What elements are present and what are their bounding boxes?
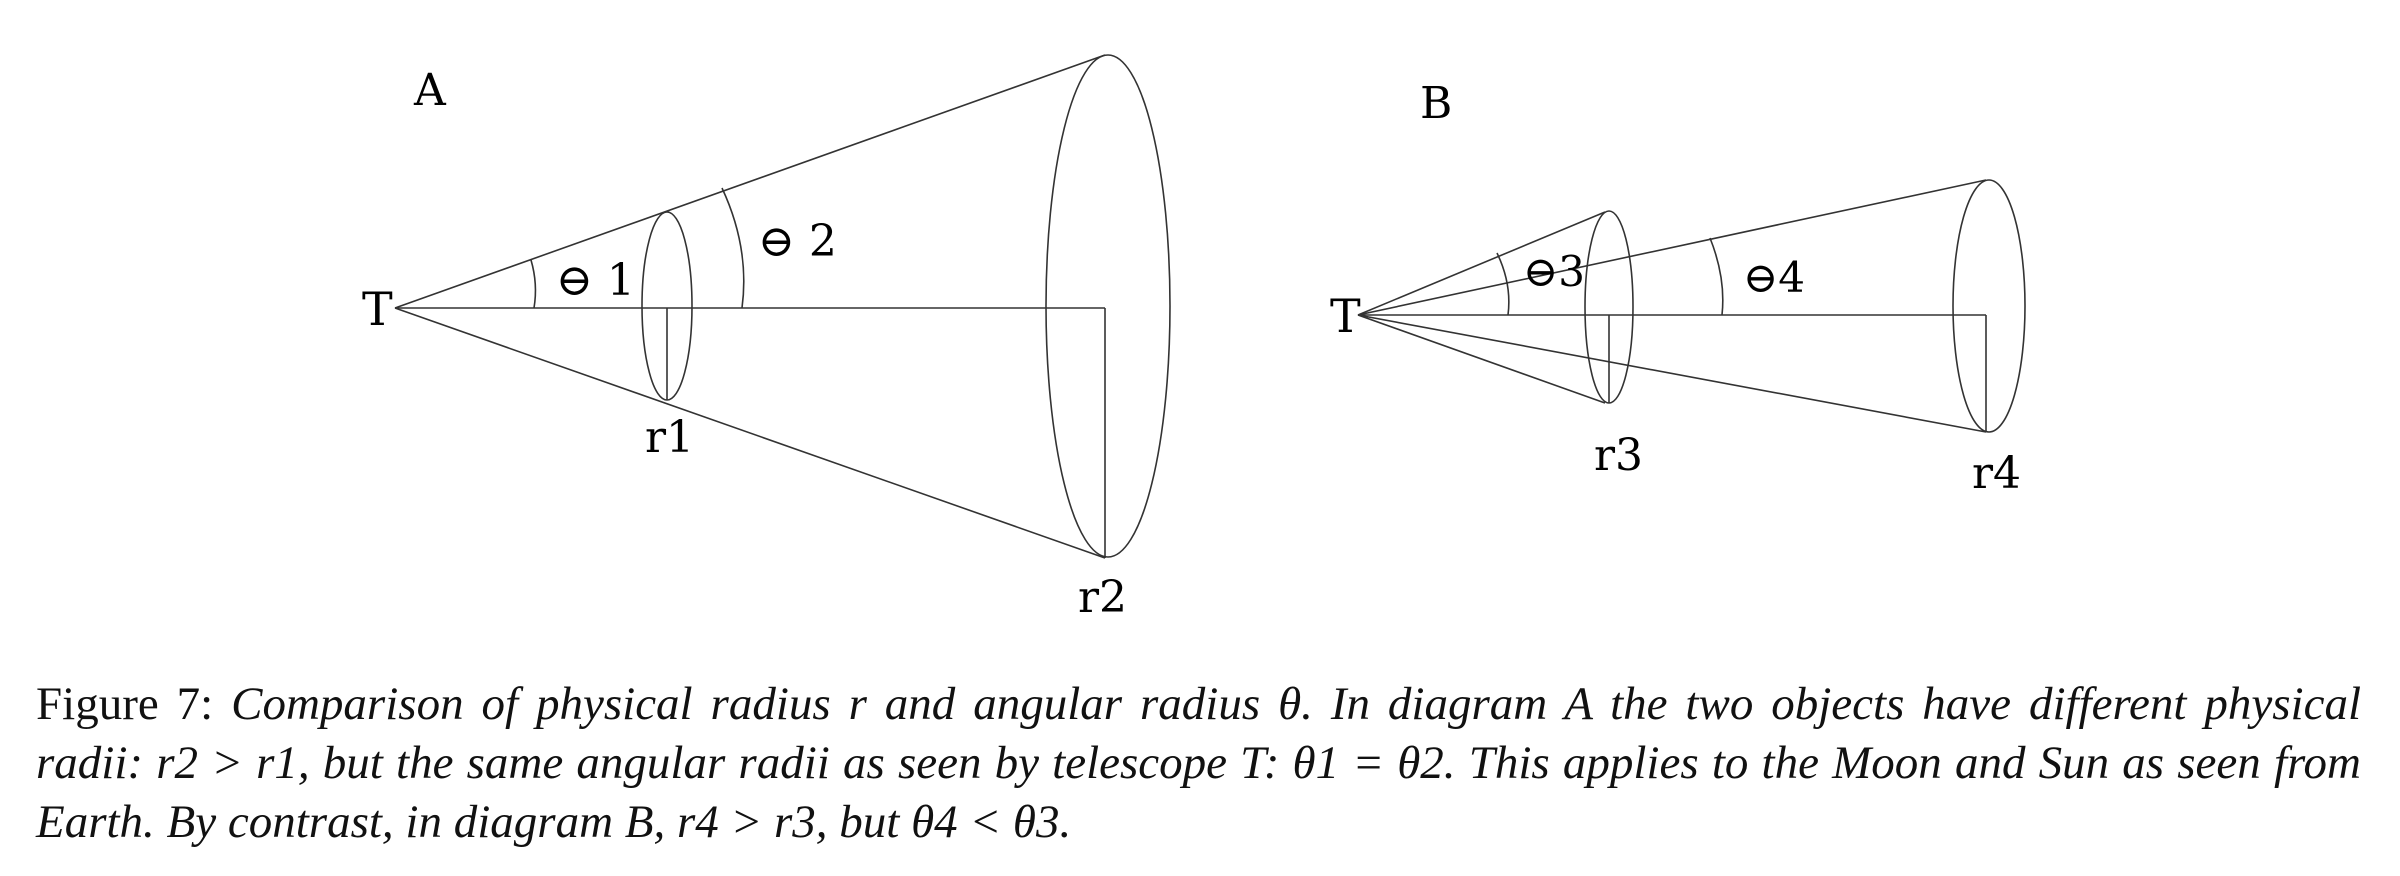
radius-r4-label: r4: [1972, 448, 2021, 499]
angle-3-arc: [1496, 252, 1510, 316]
figure-caption: Figure 7: Comparison of physical radius …: [36, 675, 2361, 852]
diagram-a-label: A: [413, 65, 447, 116]
angle-4-arc: [1709, 237, 1724, 316]
cone-b-inner-upper-edge: [1357, 211, 1606, 316]
cone-a-lower-edge: [394, 307, 1106, 559]
caption-prefix: Figure 7:: [36, 678, 214, 730]
radius-r2-label: r2: [1078, 572, 1127, 623]
radius-r1-label: r1: [645, 412, 694, 463]
diagram-a: A T ⊖ 1 ⊖ 2 r1 r2: [362, 54, 1171, 623]
diagram-b: B T ⊖3 ⊖4 r3 r4: [1330, 78, 2026, 499]
angle-2-label: ⊖ 2: [758, 216, 837, 267]
cone-b-outer-lower-edge: [1357, 314, 1987, 433]
cone-b-inner-lower-edge: [1357, 314, 1606, 404]
angle-1-label: ⊖ 1: [556, 255, 635, 306]
cone-a-upper-edge: [394, 54, 1106, 309]
object-r4-ellipse: [1952, 179, 2026, 433]
cone-b-outer-upper-edge: [1357, 179, 1987, 316]
angle-3-label: ⊖3: [1523, 247, 1585, 296]
figure-diagrams: A T ⊖ 1 ⊖ 2 r1 r2 B T ⊖3 ⊖4 r3 r4: [362, 54, 2026, 623]
object-r2-ellipse: [1045, 54, 1171, 558]
angle-2-arc: [721, 187, 745, 309]
angle-1-arc: [530, 259, 537, 309]
angle-4-label: ⊖4: [1743, 253, 1805, 302]
caption-text: Comparison of physical radius r and angu…: [36, 678, 2361, 848]
diagram-b-label: B: [1420, 78, 1452, 129]
radius-r3-label: r3: [1594, 430, 1643, 481]
telescope-b-label: T: [1330, 289, 1361, 343]
telescope-a-label: T: [362, 282, 393, 336]
